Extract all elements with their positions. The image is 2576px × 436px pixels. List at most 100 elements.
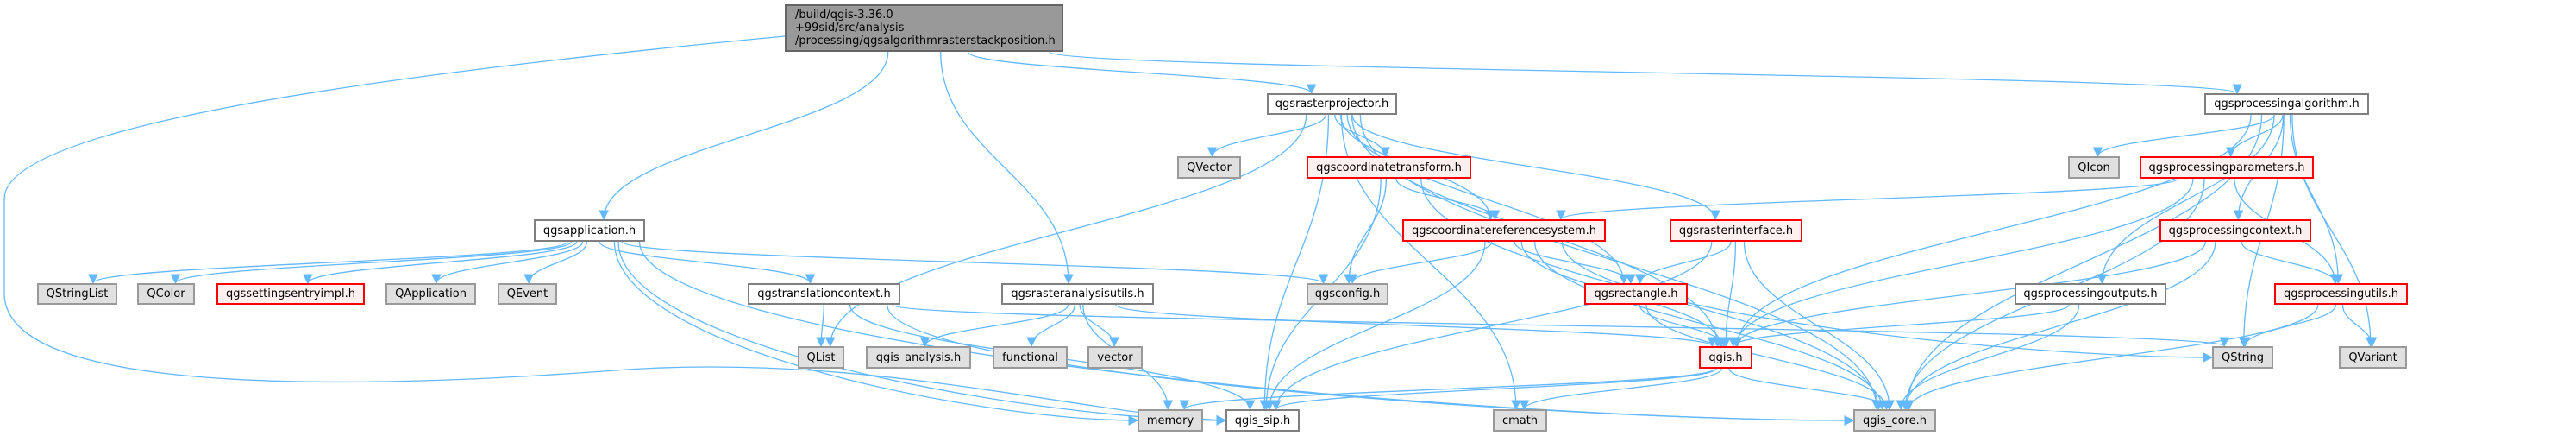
edge-qgscoordinatereferencesystem-to-qgis_sip: [1264, 241, 1486, 411]
edge-qgsapplication-to-QStringList: [88, 241, 568, 285]
node-qgsrectangle[interactable]: qgsrectangle.h: [1584, 283, 1688, 305]
node-qgsprocessingutils[interactable]: qgsprocessingutils.h: [2274, 283, 2408, 305]
node-qgis-analysis[interactable]: qgis_analysis.h: [866, 346, 971, 369]
node-qgsprocessingoutputs[interactable]: qgsprocessingoutputs.h: [2015, 283, 2166, 305]
node-qgsconfig[interactable]: qgsconfig.h: [1307, 283, 1388, 305]
edge-qgsprocessingparameters-to-qgis: [1731, 178, 2194, 348]
node-qstring[interactable]: QString: [2212, 346, 2273, 369]
node-label: qgsprocessingcontext.h: [2168, 224, 2303, 237]
node-qapplication[interactable]: QApplication: [385, 283, 476, 305]
node-qgscoordinatereferencesystem[interactable]: qgscoordinatereferencesystem.h: [1402, 219, 1606, 242]
edge-qgsprocessingoutputs-to-qgis_core: [1896, 304, 2080, 411]
edge-root-to-qgsapplication: [599, 51, 889, 221]
edge-qgsapplication-to-QColor: [170, 241, 573, 285]
node-label: qgstranslationcontext.h: [757, 288, 891, 300]
edge-root-to-qgsprocessingalgorithm: [1049, 51, 2242, 95]
node-qgsrasterinterface[interactable]: qgsrasterinterface.h: [1670, 219, 1802, 242]
node-cmath[interactable]: cmath: [1493, 409, 1547, 432]
node-qgstranslationcontext[interactable]: qgstranslationcontext.h: [748, 283, 900, 305]
node-label: QStringList: [46, 288, 109, 300]
node-qgsrasteranalysisutils[interactable]: qgsrasteranalysisutils.h: [1001, 283, 1154, 305]
edge-qgsprocessingparameters-to-qgscoordinatereferencesystem: [1556, 178, 2179, 221]
edge-qgsrasterinterface-to-qgis_core: [1743, 241, 1895, 411]
node-qgsprocessingcontext[interactable]: qgsprocessingcontext.h: [2159, 219, 2311, 242]
edge-qgscoordinatereferencesystem-to-qgsconfig: [1347, 241, 1493, 285]
edge-qgsrasteranalysisutils-to-vector: [1079, 304, 1119, 348]
root-file-node[interactable]: /build/qgis-3.36.0 +99sid/src/analysis /…: [785, 4, 1063, 52]
edge-qgsprocessingalgorithm-to-qgsprocessingoutputs: [2097, 114, 2275, 285]
edge-qgsprocessingcontext-to-qgis_core: [1900, 241, 2216, 411]
node-qevent[interactable]: QEvent: [498, 283, 557, 305]
node-qcolor[interactable]: QColor: [137, 283, 195, 305]
edge-qgsapplication-to-QApplication: [431, 241, 584, 285]
node-qgsrasterprojector[interactable]: qgsrasterprojector.h: [1267, 93, 1397, 115]
edge-qgstranslationcontext-to-QList: [816, 304, 826, 348]
node-label: QApplication: [395, 288, 467, 300]
edge-root-to-qgsrasteranalysisutils: [940, 51, 1074, 285]
edge-qgscoordinatetransform-to-qgscoordinatereferencesystem: [1395, 178, 1501, 221]
node-qgssettingsentryimpl[interactable]: qgssettingsentryimpl.h: [216, 283, 365, 305]
node-qgscoordinatetransform[interactable]: qgscoordinatetransform.h: [1307, 156, 1471, 179]
edge-qgsapplication-to-QEvent: [523, 241, 588, 285]
edge-qgsapplication-to-memory: [613, 241, 1139, 426]
node-label: qgsprocessingoutputs.h: [2023, 288, 2158, 300]
node-functional[interactable]: functional: [993, 346, 1068, 369]
node-vector[interactable]: vector: [1087, 346, 1143, 369]
node-qgis[interactable]: qgis.h: [1699, 346, 1752, 369]
node-qgsapplication[interactable]: qgsapplication.h: [534, 219, 645, 242]
edge-qgis-to-memory: [1179, 368, 1715, 411]
node-label: qgis.h: [1708, 351, 1743, 364]
edge-qgsrasteranalysisutils-to-qgis_analysis: [919, 304, 1069, 348]
edge-qgsrasteranalysisutils-to-qgis: [1115, 304, 1717, 348]
edge-qgsapplication-to-qgsconfig: [621, 241, 1329, 285]
edge-qgsrectangle-to-qgis_core: [1645, 304, 1892, 411]
node-label: QList: [806, 351, 836, 364]
root-path-line-3: /processing/qgsalgorithmrasterstackposit…: [795, 35, 1056, 47]
edge-qgscoordinatereferencesystem-to-qgsrectangle: [1514, 241, 1636, 285]
node-label: qgsrasterprojector.h: [1275, 98, 1389, 111]
edge-qgsrasterinterface-to-qgsrectangle: [1634, 241, 1732, 285]
edge-qgis-to-qgis_core: [1728, 368, 1895, 411]
node-qgsprocessingalgorithm[interactable]: qgsprocessingalgorithm.h: [2204, 93, 2369, 115]
edge-qgsprocessingalgorithm-to-qgsprocessingparameters: [2225, 114, 2284, 158]
node-label: memory: [1146, 414, 1194, 427]
edge-qgsapplication-to-qgstranslationcontext: [599, 241, 816, 285]
node-qvariant[interactable]: QVariant: [2339, 346, 2407, 369]
edge-qgscoordinatereferencesystem-to-qgis_core: [1533, 241, 1888, 411]
node-qgsprocessingparameters[interactable]: qgsprocessingparameters.h: [2140, 156, 2314, 179]
root-path-line-2: +99sid/src/analysis: [795, 22, 905, 35]
edge-root-to-qgsrasterprojector: [967, 51, 1317, 95]
edge-qgsrectangle-to-qgis: [1639, 304, 1729, 348]
edge-qgsprocessingcontext-to-qgis: [1731, 241, 2206, 348]
edge-qgsrasterprojector-to-QList: [824, 114, 1307, 348]
edge-qgsrasterprojector-to-qgsrectangle: [1346, 114, 1629, 285]
edge-qgis-to-cmath: [1519, 368, 1722, 411]
node-qgis-sip[interactable]: qgis_sip.h: [1225, 409, 1300, 432]
edge-qgscoordinatetransform-to-qgsconfig: [1344, 178, 1388, 285]
edge-qgsrasterprojector-to-qgscoordinatetransform: [1334, 114, 1391, 158]
edge-qgscoordinatereferencesystem-to-QString: [1561, 241, 2214, 363]
node-qicon[interactable]: QIcon: [2068, 156, 2120, 179]
root-path-line-1: /build/qgis-3.36.0: [795, 9, 893, 22]
node-label: vector: [1097, 351, 1133, 364]
node-qlist[interactable]: QList: [798, 346, 844, 369]
node-label: functional: [1002, 351, 1058, 364]
node-label: qgscoordinatereferencesystem.h: [1411, 224, 1597, 237]
node-label: cmath: [1501, 414, 1539, 427]
edge-qgstranslationcontext-to-qgis_core: [887, 304, 1855, 426]
node-qvector[interactable]: QVector: [1177, 156, 1241, 179]
node-memory[interactable]: memory: [1138, 409, 1203, 432]
node-label: qgis_analysis.h: [875, 351, 962, 364]
edge-qgsapplication-to-qgis_sip: [617, 241, 1227, 426]
edge-qgsrasterinterface-to-qgis: [1720, 241, 1737, 348]
edge-qgsprocessingcontext-to-qgsprocessingutils: [2241, 241, 2341, 285]
node-label: qgsconfig.h: [1314, 288, 1381, 300]
node-label: qgsrasteranalysisutils.h: [1011, 288, 1144, 300]
node-qgis-core[interactable]: qgis_core.h: [1853, 409, 1936, 432]
node-label: qgssettingsentryimpl.h: [225, 288, 355, 300]
edge-qgsprocessingalgorithm-to-QVariant: [2291, 114, 2376, 348]
node-label: qgsprocessingparameters.h: [2148, 161, 2305, 174]
node-qstringlist[interactable]: QStringList: [37, 283, 117, 305]
node-label: qgis_sip.h: [1234, 414, 1291, 427]
